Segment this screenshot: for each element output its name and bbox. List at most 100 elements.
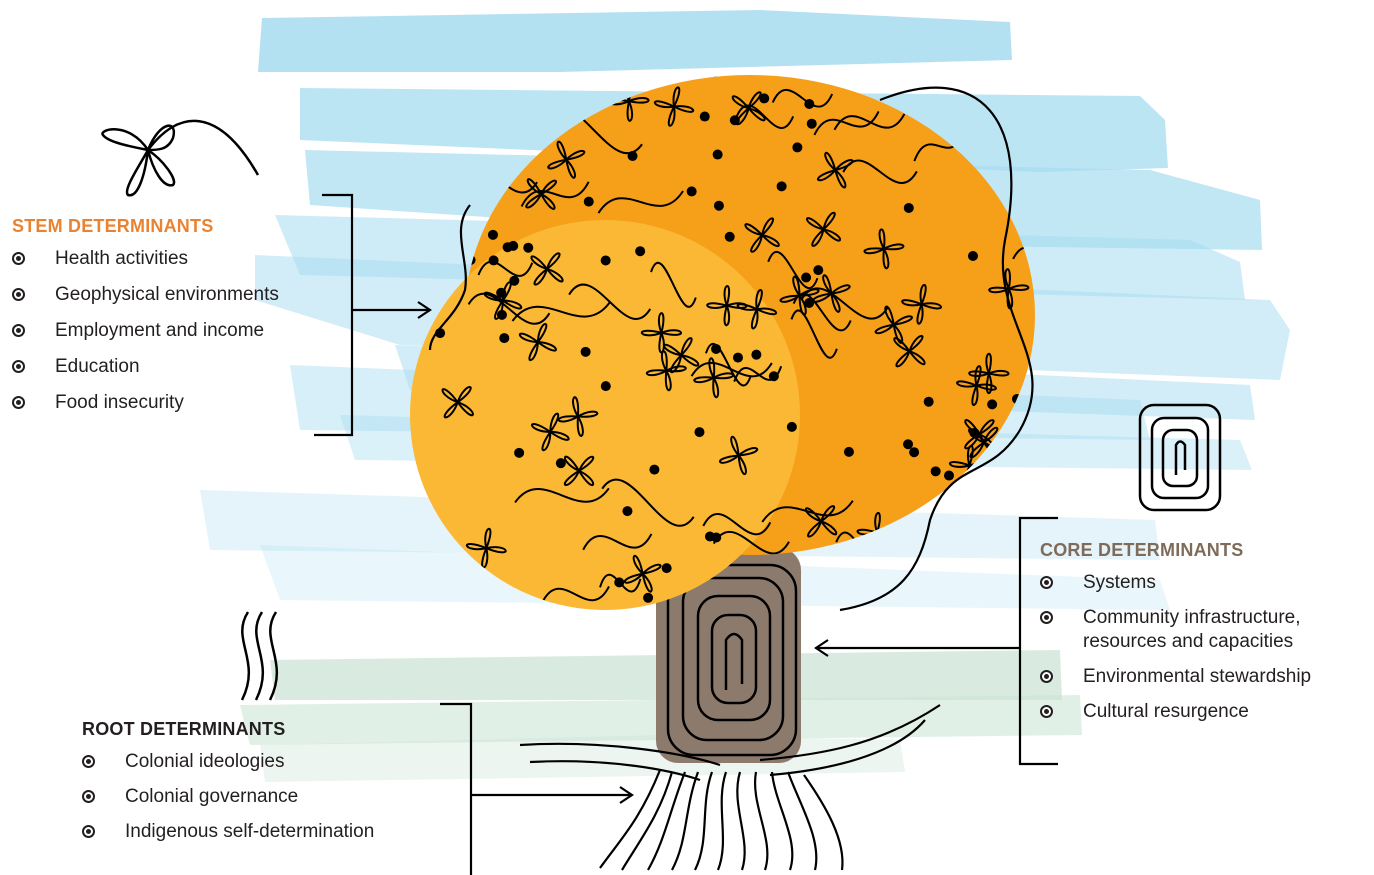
list-item: Community infrastructure, resources and …	[1040, 606, 1370, 654]
list-item: Food insecurity	[12, 391, 312, 415]
list-item: Health activities	[12, 247, 312, 271]
bullet-target-icon	[12, 288, 25, 301]
crown-dot	[711, 532, 721, 542]
leaf-sprig-icon	[102, 121, 258, 195]
crown-dot	[769, 371, 779, 381]
crown-dot	[601, 381, 611, 391]
crown-dot	[503, 242, 513, 252]
core-heading: CORE DETERMINANTS	[1040, 540, 1370, 561]
crown-dot	[909, 447, 919, 457]
crown-dot	[581, 347, 591, 357]
list-item: Colonial governance	[82, 785, 462, 809]
list-item: Systems	[1040, 571, 1370, 595]
bullet-target-icon	[12, 360, 25, 373]
crown-dot	[804, 99, 814, 109]
crown-dot	[792, 142, 802, 152]
list-item-label: Environmental stewardship	[1083, 665, 1311, 689]
list-item-label: Geophysical environments	[55, 283, 279, 307]
crown-dot	[759, 93, 769, 103]
list-item-label: Food insecurity	[55, 391, 184, 415]
stem-list: Health activities Geophysical environmen…	[12, 247, 312, 415]
crown-dot	[813, 265, 823, 275]
crown-dot	[643, 593, 653, 603]
list-item-label: Systems	[1083, 571, 1156, 595]
crown-dot	[499, 333, 509, 343]
root-determinants-panel: ROOT DETERMINANTS Colonial ideologies Co…	[82, 719, 462, 855]
bullet-target-icon	[82, 790, 95, 803]
crown-dot	[807, 119, 817, 129]
core-determinants-panel: CORE DETERMINANTS Systems Community infr…	[1040, 540, 1370, 735]
crown-dot	[497, 310, 507, 320]
list-item-label: Indigenous self-determination	[125, 820, 374, 844]
crown-dot	[730, 115, 740, 125]
crown-dot	[687, 186, 697, 196]
crown-dot	[622, 506, 632, 516]
list-item-label: Colonial ideologies	[125, 750, 285, 774]
list-item-label: Colonial governance	[125, 785, 298, 809]
list-item: Indigenous self-determination	[82, 820, 462, 844]
crown-dot	[649, 465, 659, 475]
bullet-target-icon	[12, 324, 25, 337]
bullet-target-icon	[12, 252, 25, 265]
crown-dot	[635, 246, 645, 256]
crown-dot	[944, 471, 954, 481]
crown-dot	[844, 447, 854, 457]
crown-dot	[713, 150, 723, 160]
list-item-label: Education	[55, 355, 140, 379]
crown-dot	[924, 397, 934, 407]
crown-dot	[584, 197, 594, 207]
root-heading: ROOT DETERMINANTS	[82, 719, 462, 740]
crown-dot	[733, 353, 743, 363]
crown-dot	[509, 276, 519, 286]
stem-determinants-panel: STEM DETERMINANTS Health activities Geop…	[12, 216, 312, 427]
list-item-label: Cultural resurgence	[1083, 700, 1249, 724]
crown-dot	[968, 251, 978, 261]
list-item-label: Community infrastructure, resources and …	[1083, 606, 1301, 654]
bullet-target-icon	[82, 755, 95, 768]
stem-heading: STEM DETERMINANTS	[12, 216, 312, 237]
crown-dot	[488, 230, 498, 240]
crown-dot	[523, 243, 533, 253]
list-item: Environmental stewardship	[1040, 665, 1370, 689]
list-item-label: Employment and income	[55, 319, 264, 343]
crown-dot	[628, 151, 638, 161]
list-item: Geophysical environments	[12, 283, 312, 307]
bullet-target-icon	[1040, 670, 1053, 683]
crown-dot	[969, 428, 979, 438]
crown-dot	[751, 350, 761, 360]
list-item: Education	[12, 355, 312, 379]
bullet-target-icon	[1040, 611, 1053, 624]
crown-dot	[904, 203, 914, 213]
bullet-target-icon	[12, 396, 25, 409]
crown-dot	[710, 67, 720, 77]
crown-dot	[662, 563, 672, 573]
bullet-target-icon	[1040, 705, 1053, 718]
crown-dot	[801, 272, 811, 282]
crown-dot	[496, 288, 506, 298]
crown-dot	[694, 427, 704, 437]
crown-dot	[804, 298, 814, 308]
crown-dot	[556, 458, 566, 468]
crown-dot	[931, 466, 941, 476]
crown-dot	[489, 255, 499, 265]
crown-dot	[903, 439, 913, 449]
bullet-target-icon	[1040, 576, 1053, 589]
crown-dot	[725, 232, 735, 242]
list-item: Employment and income	[12, 319, 312, 343]
core-list: Systems Community infrastructure, resour…	[1040, 571, 1370, 724]
list-item-label: Health activities	[55, 247, 188, 271]
list-item: Cultural resurgence	[1040, 700, 1370, 724]
list-item: Colonial ideologies	[82, 750, 462, 774]
crown-dot	[514, 448, 524, 458]
crown-dot	[987, 399, 997, 409]
crown-dot	[777, 181, 787, 191]
root-list: Colonial ideologies Colonial governance …	[82, 750, 462, 844]
crown-dot	[714, 201, 724, 211]
crown-dot	[711, 344, 721, 354]
crown-dot	[700, 112, 710, 122]
crown-dot	[614, 577, 624, 587]
wavy-lines-icon	[242, 612, 277, 700]
bullet-target-icon	[82, 825, 95, 838]
crown-dot	[787, 422, 797, 432]
